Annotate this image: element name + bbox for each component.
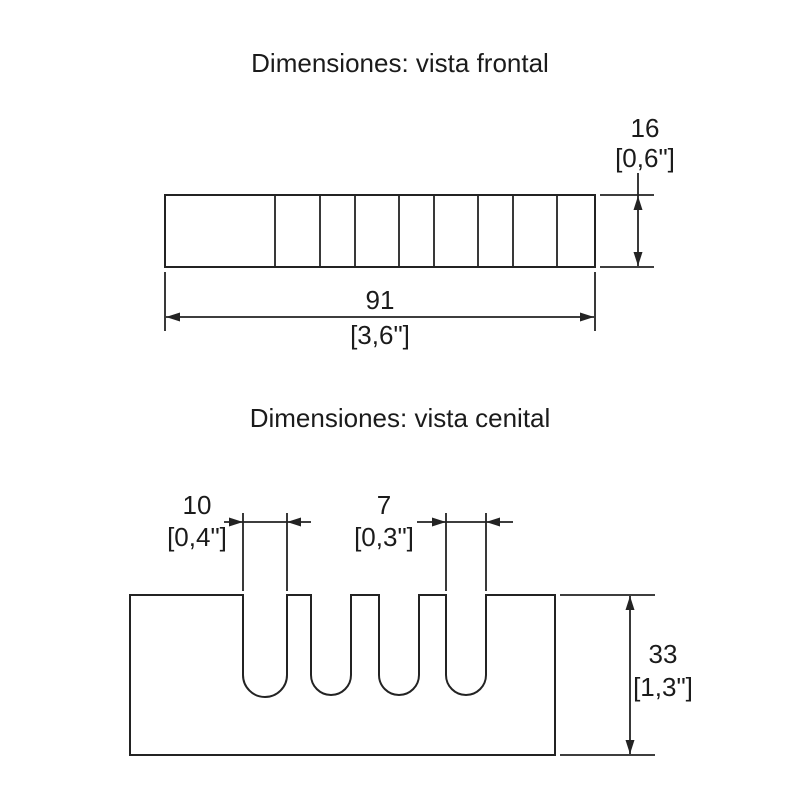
slot-dim-imperial: [0,4"]	[167, 522, 227, 552]
top-view-slot-width-dimension: 10 [0,4"]	[167, 490, 311, 591]
arrowhead-right	[229, 517, 243, 527]
top-view	[129, 594, 556, 756]
top-view-title: Dimensiones: vista cenital	[250, 403, 551, 433]
arrowhead-down	[633, 252, 643, 266]
front-view-height-dimension: 16 [0,6"]	[600, 113, 675, 268]
arrowhead-up	[625, 596, 635, 610]
top-view-tab-width-dimension: 7 [0,3"]	[354, 490, 513, 591]
arrowhead-right	[580, 312, 594, 322]
height-dim-imperial: [0,6"]	[615, 143, 675, 173]
arrowhead-up	[633, 196, 643, 210]
front-view-outline	[164, 194, 596, 268]
top-view-outline	[129, 594, 556, 756]
tab-dim-imperial: [0,3"]	[354, 522, 414, 552]
arrowhead-down	[625, 740, 635, 754]
slot-dim-value: 10	[183, 490, 212, 520]
arrowhead-left	[287, 517, 301, 527]
arrowhead-left	[486, 517, 500, 527]
arrowhead-right	[432, 517, 446, 527]
tab-dim-value: 7	[377, 490, 391, 520]
front-view-title: Dimensiones: vista frontal	[251, 48, 549, 78]
depth-dim-value: 33	[649, 639, 678, 669]
depth-dim-imperial: [1,3"]	[633, 672, 693, 702]
width-dim-imperial: [3,6"]	[350, 320, 410, 350]
height-dim-value: 16	[631, 113, 660, 143]
arrowhead-left	[166, 312, 180, 322]
front-view	[164, 194, 596, 268]
width-dim-value: 91	[366, 285, 395, 315]
front-view-width-dimension: 91 [3,6"]	[164, 272, 596, 350]
top-view-depth-dimension: 33 [1,3"]	[560, 594, 693, 756]
